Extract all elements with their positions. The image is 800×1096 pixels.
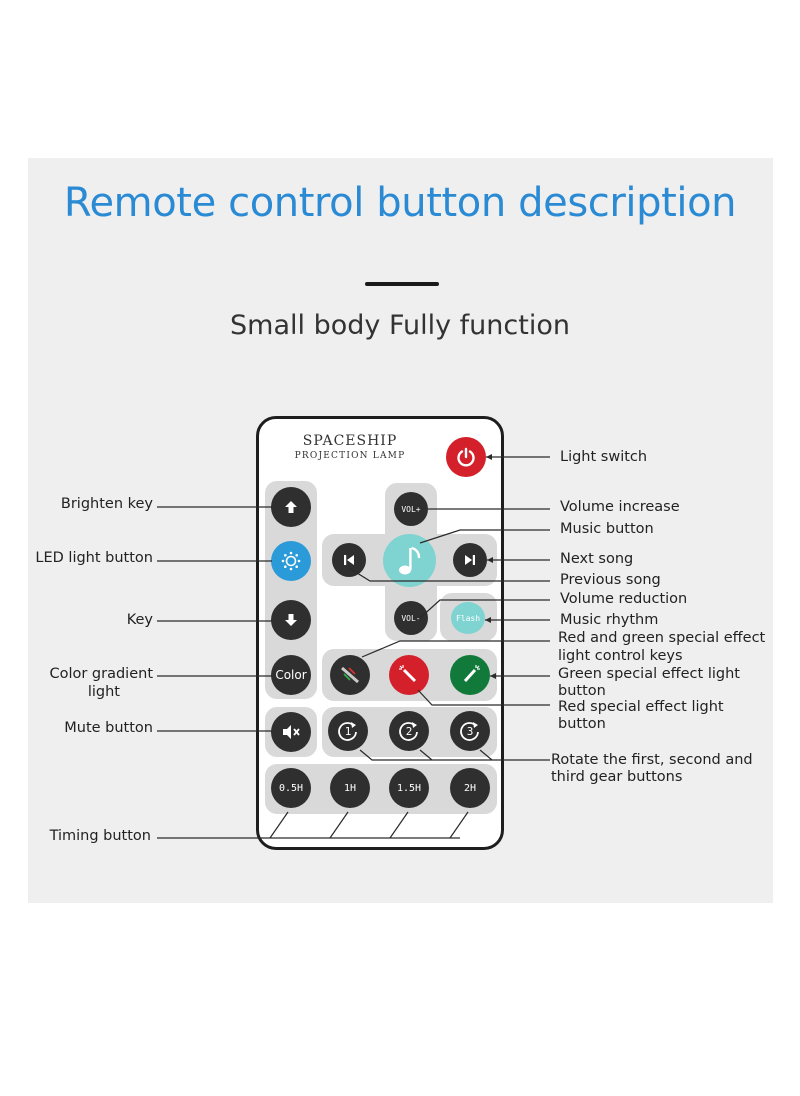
music-note-icon <box>398 546 420 574</box>
label-color-gradient-1: Color gradient <box>49 666 153 682</box>
label-led-light-button: LED light button <box>35 550 153 566</box>
gear-1-label: 1 <box>344 724 352 738</box>
gear-2-label: 2 <box>405 724 413 738</box>
label-rotate-2: third gear buttons <box>551 769 683 785</box>
torch-green-icon <box>463 665 480 683</box>
torch-red-green-icon <box>341 666 359 684</box>
label-red-green-effect-2: light control keys <box>558 648 683 664</box>
green-effect-button[interactable] <box>450 655 490 695</box>
label-timing-button: Timing button <box>49 828 151 844</box>
label-volume-increase: Volume increase <box>560 499 680 515</box>
label-previous-song: Previous song <box>560 572 661 588</box>
brand-subtitle: PROJECTION LAMP <box>294 451 406 461</box>
label-red-green-effect-1: Red and green special effect <box>558 630 766 646</box>
label-brighten-key: Brighten key <box>60 496 153 512</box>
timer-1-5h-button[interactable]: 1.5H <box>389 768 429 808</box>
brighten-button[interactable] <box>271 487 311 527</box>
label-color-gradient-2: light <box>87 684 120 700</box>
music-button[interactable] <box>383 534 436 587</box>
rotate-gear-1-button[interactable]: 1 <box>328 711 368 751</box>
brand-name: SPACESHIP <box>302 433 398 449</box>
red-green-effect-button[interactable] <box>330 655 370 695</box>
sun-icon <box>281 551 301 571</box>
led-light-button[interactable] <box>271 541 311 581</box>
label-volume-reduction: Volume reduction <box>560 591 688 607</box>
label-mute-button: Mute button <box>64 720 153 736</box>
next-song-button[interactable] <box>453 543 487 577</box>
rotate-icon <box>338 722 357 741</box>
label-music-rhythm: Music rhythm <box>560 612 659 628</box>
volume-up-button[interactable]: VOL+ <box>394 492 428 526</box>
mute-button[interactable] <box>271 712 311 752</box>
page-subtitle: Small body Fully function <box>230 310 570 341</box>
timer-0-5h-button[interactable]: 0.5H <box>271 768 311 808</box>
timer-1h-button[interactable]: 1H <box>330 768 370 808</box>
previous-song-button[interactable] <box>332 543 366 577</box>
label-green-effect-1: Green special effect light <box>558 666 740 682</box>
skip-previous-icon <box>344 555 354 565</box>
label-red-effect-1: Red special effect light <box>558 699 724 715</box>
power-button[interactable] <box>446 437 486 477</box>
red-effect-button[interactable] <box>389 655 429 695</box>
volume-down-button[interactable]: VOL- <box>394 601 428 635</box>
page-title: Remote control button description <box>63 180 737 226</box>
torch-red-icon <box>399 665 417 683</box>
power-icon <box>457 447 475 467</box>
label-next-song: Next song <box>560 551 634 567</box>
rotate-icon <box>460 722 479 741</box>
label-key: Key <box>126 612 153 628</box>
rotate-icon <box>399 722 418 741</box>
rotate-gear-3-button[interactable]: 3 <box>450 711 490 751</box>
label-green-effect-2: button <box>558 683 606 699</box>
arrow-down-icon <box>285 614 297 626</box>
mute-icon <box>283 725 300 739</box>
skip-next-icon <box>465 555 475 565</box>
label-red-effect-2: button <box>558 716 606 732</box>
flash-button[interactable]: Flash <box>451 602 485 634</box>
title-divider <box>365 282 439 286</box>
gear-3-label: 3 <box>466 724 474 738</box>
label-rotate-1: Rotate the first, second and <box>551 752 753 768</box>
arrow-up-icon <box>285 501 297 513</box>
timer-2h-button[interactable]: 2H <box>450 768 490 808</box>
color-button[interactable]: Color <box>271 655 311 695</box>
key-down-button[interactable] <box>271 600 311 640</box>
label-music-button: Music button <box>560 521 654 537</box>
rotate-gear-2-button[interactable]: 2 <box>389 711 429 751</box>
label-light-switch: Light switch <box>560 449 648 465</box>
